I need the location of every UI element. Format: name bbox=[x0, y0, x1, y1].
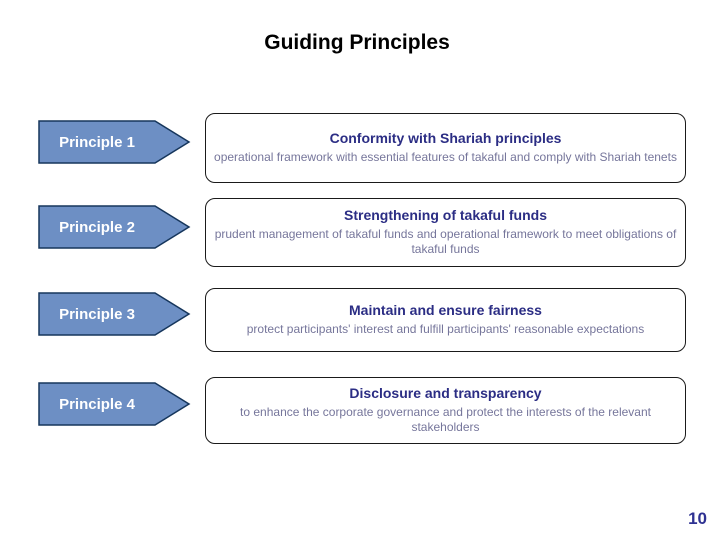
principle-1-label: Principle 1 bbox=[59, 133, 135, 151]
right-arrow-icon bbox=[38, 120, 191, 164]
right-arrow-icon bbox=[38, 205, 191, 249]
principle-3-heading: Maintain and ensure fairness bbox=[349, 302, 542, 319]
principle-4-box: Disclosure and transparency to enhance t… bbox=[205, 377, 686, 444]
principle-1-heading: Conformity with Shariah principles bbox=[329, 130, 562, 147]
principle-2-body: prudent management of takaful funds and … bbox=[214, 226, 677, 257]
principle-4-heading: Disclosure and transparency bbox=[349, 385, 542, 402]
principle-1-box: Conformity with Shariah principles opera… bbox=[205, 113, 686, 183]
principle-4-arrow: Principle 4 bbox=[38, 382, 191, 426]
principle-3-label: Principle 3 bbox=[59, 305, 135, 323]
principle-4-label: Principle 4 bbox=[59, 395, 135, 413]
principle-2-box: Strengthening of takaful funds prudent m… bbox=[205, 198, 686, 267]
right-arrow-icon bbox=[38, 292, 191, 336]
principle-2-label: Principle 2 bbox=[59, 218, 135, 236]
principle-4-body: to enhance the corporate governance and … bbox=[240, 404, 651, 435]
slide-title: Guiding Principles bbox=[264, 31, 450, 54]
principle-2-heading: Strengthening of takaful funds bbox=[344, 207, 547, 224]
principle-3-body: protect participants' interest and fulfi… bbox=[246, 321, 645, 336]
page-number: 10 bbox=[688, 509, 707, 528]
principle-3-arrow: Principle 3 bbox=[38, 292, 191, 336]
principle-1-arrow: Principle 1 bbox=[38, 120, 191, 164]
principle-1-body: operational framework with essential fea… bbox=[214, 149, 677, 164]
principle-2-arrow: Principle 2 bbox=[38, 205, 191, 249]
right-arrow-icon bbox=[38, 382, 191, 426]
principle-3-box: Maintain and ensure fairness protect par… bbox=[205, 288, 686, 352]
